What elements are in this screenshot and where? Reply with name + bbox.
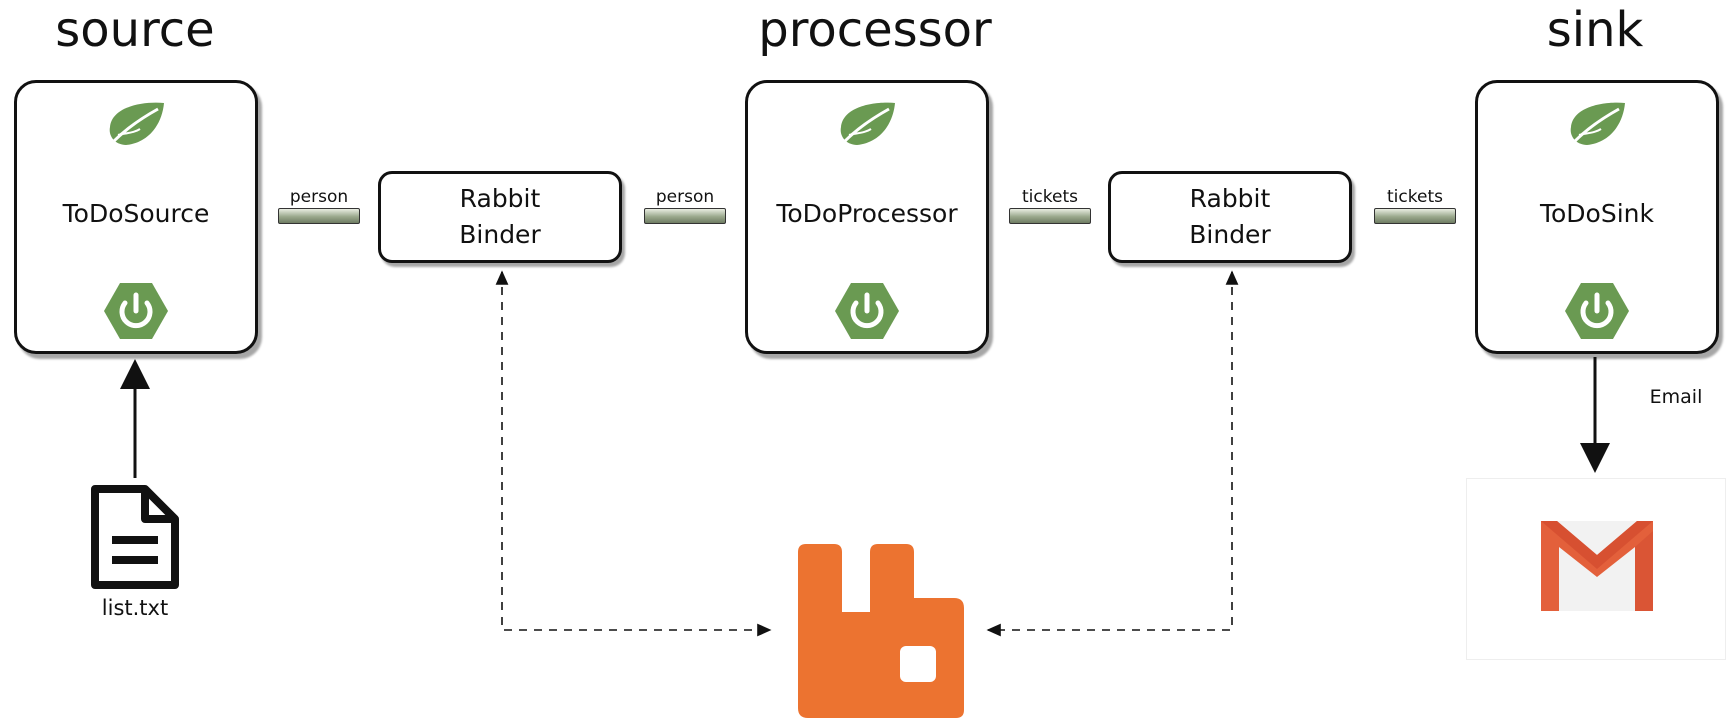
right-rabbit-binder: Rabbit Binder	[1108, 171, 1352, 263]
sink-input-channel: tickets	[1374, 186, 1456, 224]
channel-label: tickets	[1387, 187, 1443, 207]
channel-label: tickets	[1022, 187, 1078, 207]
binder-line-1: Rabbit	[459, 184, 541, 213]
sink-service-box: ToDoSink	[1475, 80, 1719, 354]
gmail-panel	[1466, 478, 1726, 660]
spring-leaf-icon	[104, 99, 168, 153]
processor-heading: processor	[758, 2, 992, 58]
file-label: list.txt	[101, 596, 169, 620]
binder-line-2: Binder	[1189, 220, 1271, 249]
source-service-name: ToDoSource	[62, 199, 210, 228]
left-rabbit-binder: Rabbit Binder	[378, 171, 622, 263]
channel-label: person	[289, 187, 349, 207]
channel-pipe	[278, 208, 360, 224]
right-binder-to-broker-link	[986, 272, 1233, 637]
gmail-icon	[1537, 517, 1657, 619]
email-label: Email	[1649, 386, 1703, 408]
channel-pipe	[644, 208, 726, 224]
source-service-box: ToDoSource	[14, 80, 258, 354]
channel-label: person	[655, 187, 715, 207]
source-output-channel: person	[278, 186, 360, 224]
binder-line-1: Rabbit	[1189, 184, 1271, 213]
left-binder-to-broker-link	[501, 272, 772, 637]
source-heading: source	[55, 2, 215, 58]
channel-pipe	[1009, 208, 1091, 224]
spring-boot-power-icon	[834, 281, 900, 345]
processor-service-box: ToDoProcessor	[745, 80, 989, 354]
processor-input-channel: person	[644, 186, 726, 224]
channel-pipe	[1374, 208, 1456, 224]
rabbitmq-icon	[796, 542, 968, 724]
processor-service-name: ToDoProcessor	[776, 199, 958, 228]
spring-leaf-icon	[835, 99, 899, 153]
spring-leaf-icon	[1565, 99, 1629, 153]
spring-boot-power-icon	[1564, 281, 1630, 345]
sink-service-name: ToDoSink	[1539, 199, 1654, 228]
document-icon	[90, 484, 180, 594]
processor-output-channel: tickets	[1009, 186, 1091, 224]
sink-heading: sink	[1546, 2, 1644, 58]
spring-boot-power-icon	[103, 281, 169, 345]
binder-line-2: Binder	[459, 220, 541, 249]
